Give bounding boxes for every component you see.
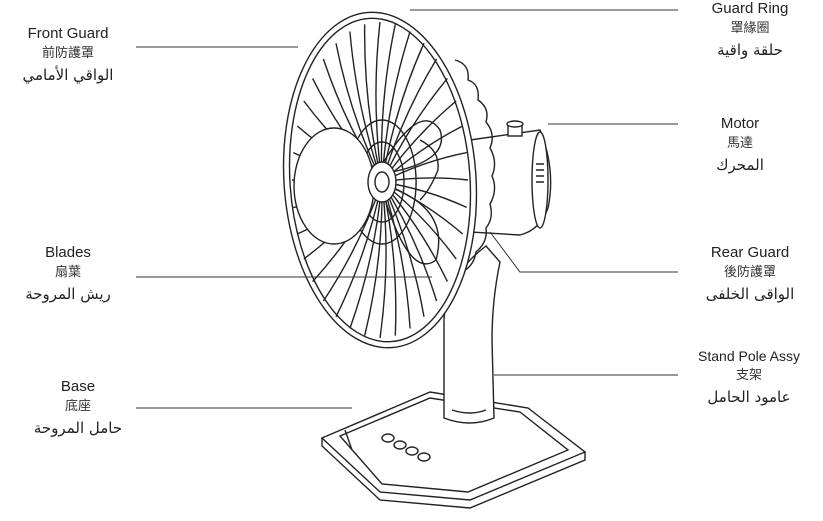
label-blades-zh: 扇葉 (54, 265, 81, 281)
label-blades-en: Blades (45, 244, 91, 261)
label-stand-pole-en: Stand Pole Assy (698, 348, 800, 364)
label-motor-en: Motor (720, 115, 760, 132)
label-motor: Motor 馬達 المحرك (670, 115, 810, 174)
label-rear-guard-en: Rear Guard (710, 244, 790, 261)
label-base-zh: 底座 (64, 399, 91, 415)
label-blades-ar: ريش المروحة (25, 285, 111, 304)
label-front-guard-zh: 前防護罩 (41, 46, 94, 62)
label-stand-pole: Stand Pole Assy 支架 عامود الحامل (676, 348, 822, 406)
label-base: Base 底座 حامل المروحة (12, 378, 144, 437)
label-motor-ar: المحرك (716, 156, 764, 175)
label-guard-ring: Guard Ring 罩緣圈 حلقة واقية (680, 0, 820, 59)
label-blades: Blades 扇葉 ريش المروحة (2, 244, 134, 303)
label-front-guard-ar: الواقي الأمامي (22, 66, 114, 85)
label-rear-guard-zh: 後防護罩 (723, 265, 776, 281)
label-guard-ring-en: Guard Ring (711, 0, 789, 17)
fan-motor (469, 120, 552, 236)
label-guard-ring-ar: حلقة واقية (717, 41, 783, 60)
leader-rear-guard (489, 231, 678, 273)
fan-base (320, 391, 587, 509)
label-stand-pole-ar: عامود الحامل (707, 388, 791, 407)
label-stand-pole-zh: 支架 (735, 368, 762, 384)
label-rear-guard: Rear Guard 後防護罩 الواقى الخلفى (680, 244, 820, 303)
label-base-en: Base (60, 378, 96, 395)
label-guard-ring-zh: 罩緣圈 (730, 21, 770, 37)
label-motor-zh: 馬達 (726, 136, 753, 152)
label-front-guard: Front Guard 前防護罩 الواقي الأمامي (2, 25, 134, 84)
fan-hub (293, 127, 397, 245)
fan-rear-guard (454, 59, 496, 273)
label-front-guard-en: Front Guard (27, 25, 109, 42)
label-base-ar: حامل المروحة (33, 419, 123, 438)
label-rear-guard-ar: الواقى الخلفى (705, 285, 795, 304)
